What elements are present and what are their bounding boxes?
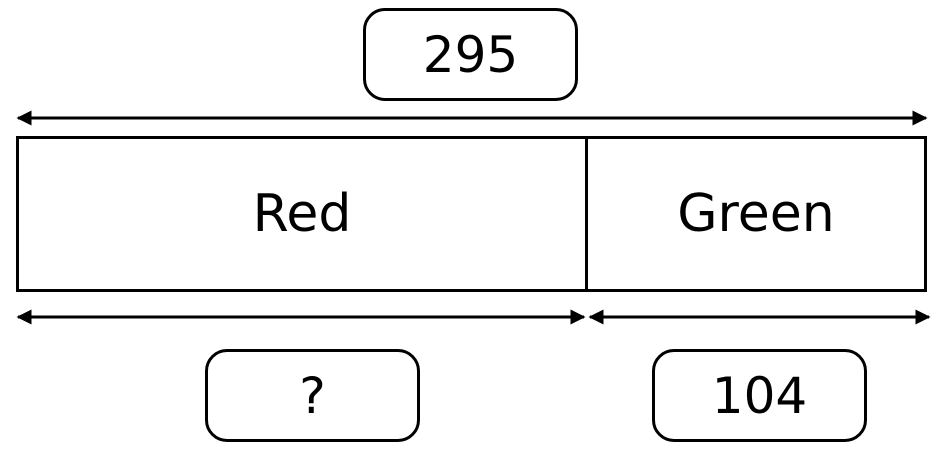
green-value-box: 104 [652,349,867,442]
red-segment: Red [19,139,588,289]
total-value: 295 [422,25,519,84]
red-value-box: ? [205,349,420,442]
red-value: ? [299,366,326,425]
green-segment: Green [588,139,924,289]
tape-bar: Red Green [16,136,927,292]
green-value: 104 [711,366,808,425]
total-value-box: 295 [363,8,578,101]
red-label: Red [252,184,352,244]
green-label: Green [677,184,835,244]
